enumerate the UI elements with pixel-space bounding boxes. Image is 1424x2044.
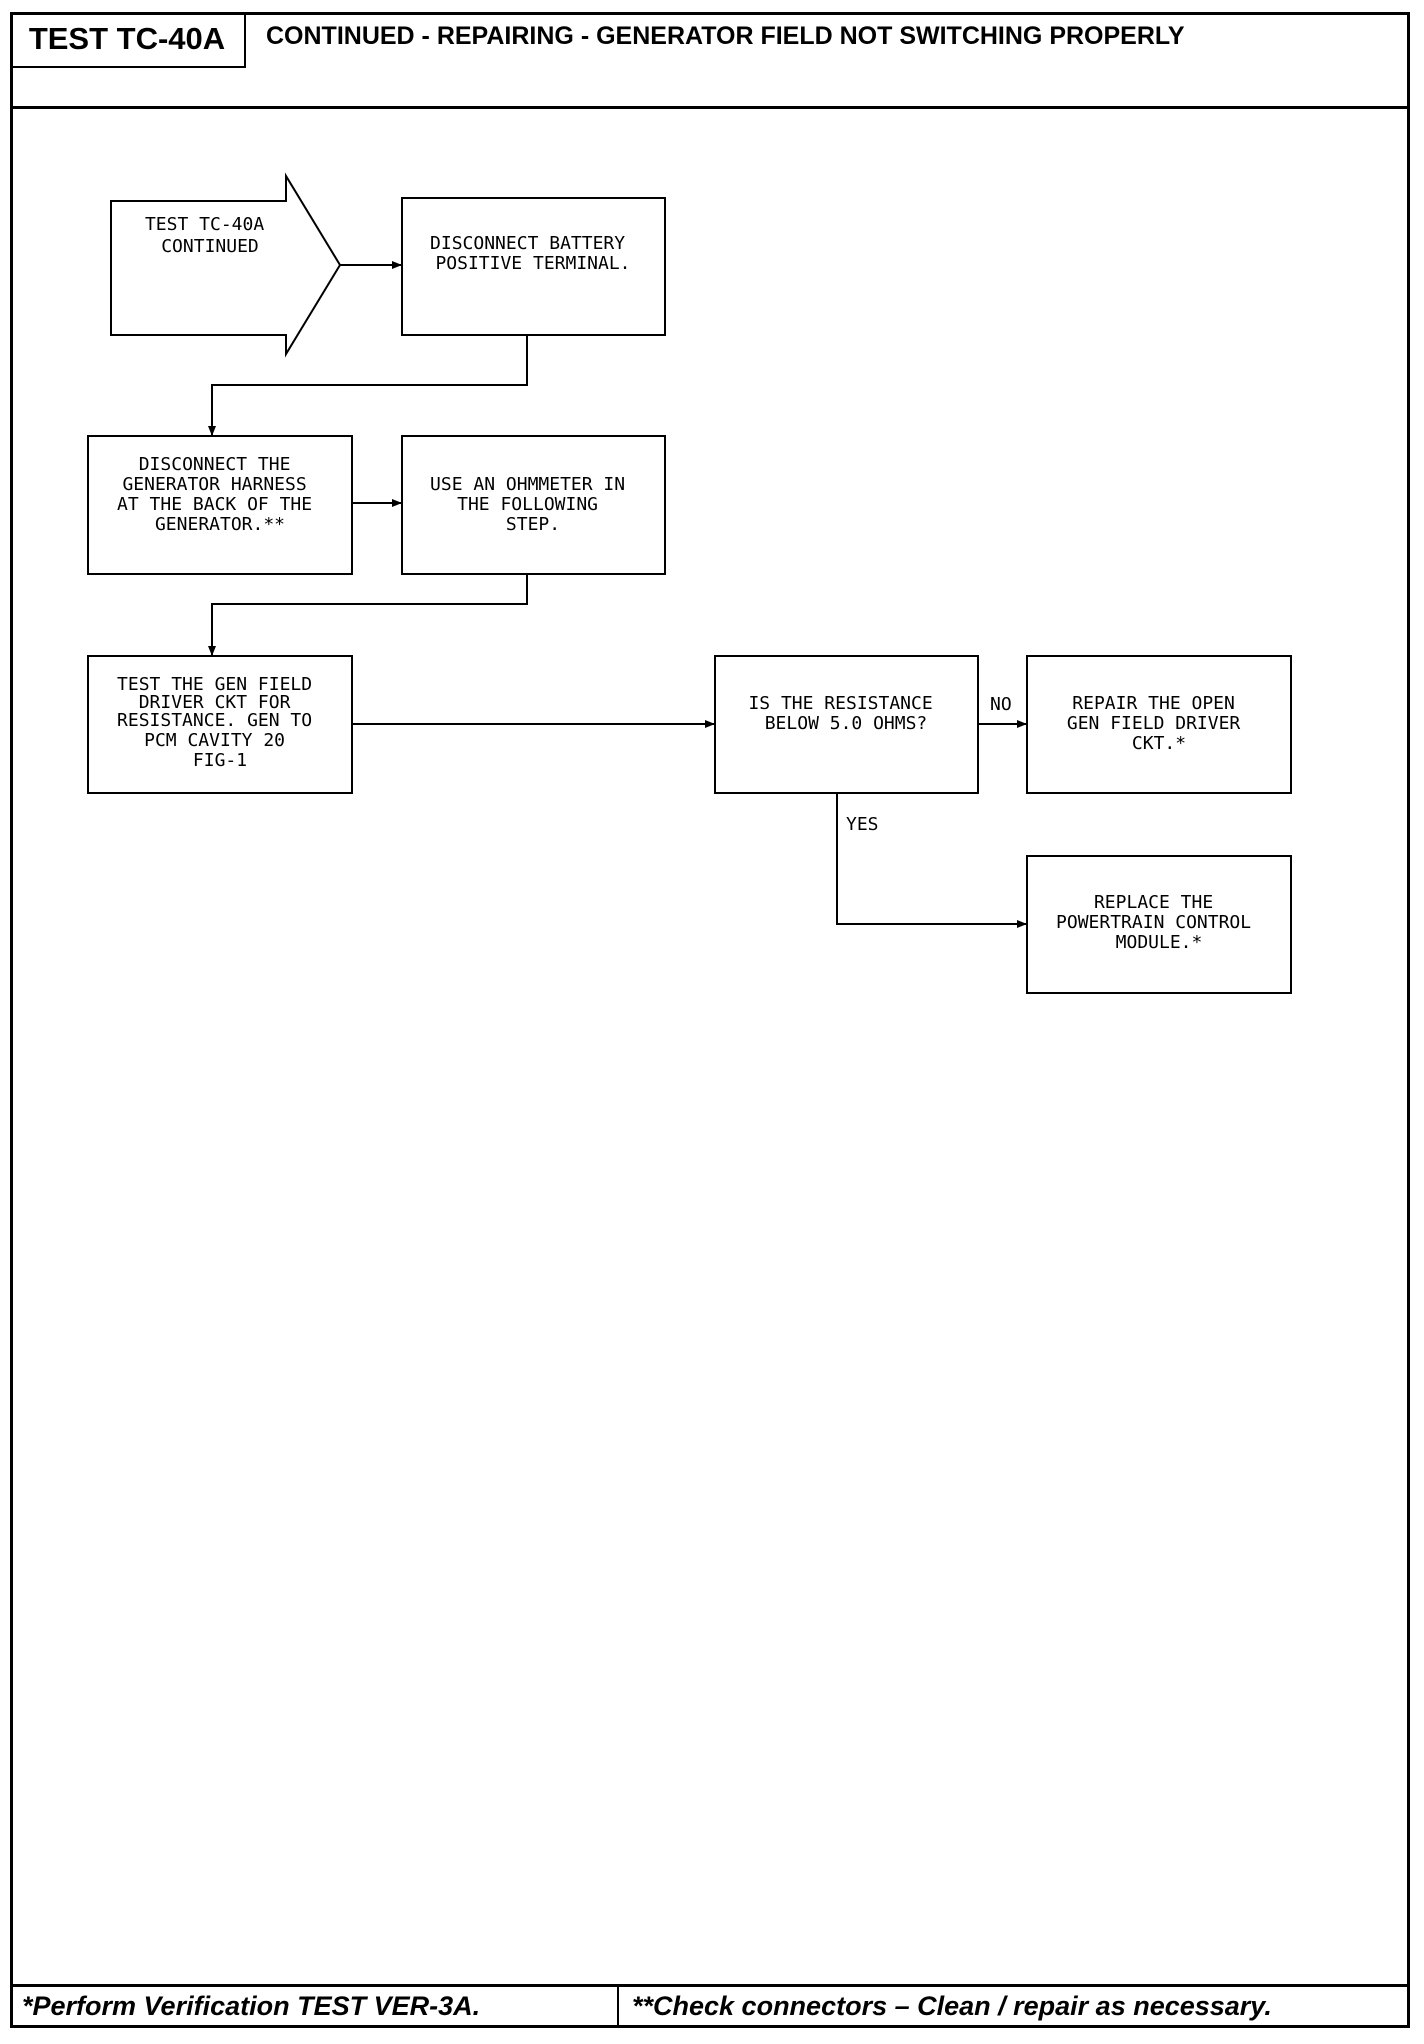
question-line: BELOW 5.0 OHMS?: [765, 713, 928, 734]
header-divider: [10, 106, 1410, 109]
footer-divider: [10, 1984, 1410, 1987]
connector-yes-branch: [836, 793, 1027, 928]
start-line: CONTINUED: [161, 236, 259, 257]
test-id-label: TEST TC-40A: [10, 12, 246, 68]
step1-line: POSITIVE TERMINAL.: [435, 253, 630, 274]
no-result-text: REPAIR THE OPEN GEN FIELD DRIVER CKT.*: [1067, 693, 1251, 754]
yes-result-box: [1026, 855, 1292, 994]
step3-text: USE AN OHMMETER IN THE FOLLOWING STEP.: [430, 474, 636, 535]
step2-box: [87, 435, 353, 575]
step2-line: GENERATOR HARNESS: [122, 474, 306, 495]
step4-text: TEST THE GEN FIELD DRIVER CKT FOR RESIST…: [117, 674, 323, 771]
yes-result-line: MODULE.*: [1116, 932, 1203, 953]
page-title: CONTINUED - REPAIRING - GENERATOR FIELD …: [266, 22, 1185, 50]
no-result-line: CKT.*: [1132, 733, 1186, 754]
question-line: IS THE RESISTANCE: [748, 693, 932, 714]
step4-line: FIG-1: [193, 750, 247, 771]
no-label: NO: [990, 694, 1012, 715]
yes-result-text: REPLACE THE POWERTRAIN CONTROL MODULE.*: [1056, 892, 1262, 953]
step2-line: DISCONNECT THE: [139, 454, 291, 475]
page-frame: [10, 12, 1410, 2028]
question-text: IS THE RESISTANCE BELOW 5.0 OHMS?: [748, 693, 943, 734]
yes-result-line: REPLACE THE: [1094, 892, 1213, 913]
step1-line: DISCONNECT BATTERY: [430, 233, 625, 254]
step4-line: DRIVER CKT FOR: [139, 692, 291, 713]
connector-step3-to-step4: [208, 574, 528, 656]
yes-label: YES: [846, 814, 879, 835]
step1-text: DISCONNECT BATTERY POSITIVE TERMINAL.: [430, 233, 636, 274]
connector-step1-to-step2: [208, 335, 528, 436]
footnote-verification: *Perform Verification TEST VER-3A.: [22, 1991, 481, 2021]
step2-text: DISCONNECT THE GENERATOR HARNESS AT THE …: [117, 454, 323, 535]
no-result-line: GEN FIELD DRIVER: [1067, 713, 1241, 734]
step2-line: GENERATOR.**: [155, 514, 285, 535]
step4-line: TEST THE GEN FIELD: [117, 674, 312, 695]
step3-line: THE FOLLOWING: [457, 494, 598, 515]
step4-line: RESISTANCE. GEN TO: [117, 710, 312, 731]
step4-line: PCM CAVITY 20: [144, 730, 285, 751]
step2-line: AT THE BACK OF THE: [117, 494, 312, 515]
start-text: TEST TC-40A CONTINUED: [145, 214, 275, 257]
start-arrow-shape: [110, 172, 342, 358]
footnote-connectors: **Check connectors – Clean / repair as n…: [632, 1991, 1272, 2021]
step3-line: USE AN OHMMETER IN: [430, 474, 625, 495]
footer-separator: [617, 1984, 619, 2028]
start-line: TEST TC-40A: [145, 214, 264, 235]
no-result-line: REPAIR THE OPEN: [1072, 693, 1235, 714]
step3-box: [401, 435, 666, 575]
yes-result-line: POWERTRAIN CONTROL: [1056, 912, 1251, 933]
no-result-box: [1026, 655, 1292, 794]
step1-box: [401, 197, 666, 336]
step3-line: STEP.: [506, 514, 560, 535]
